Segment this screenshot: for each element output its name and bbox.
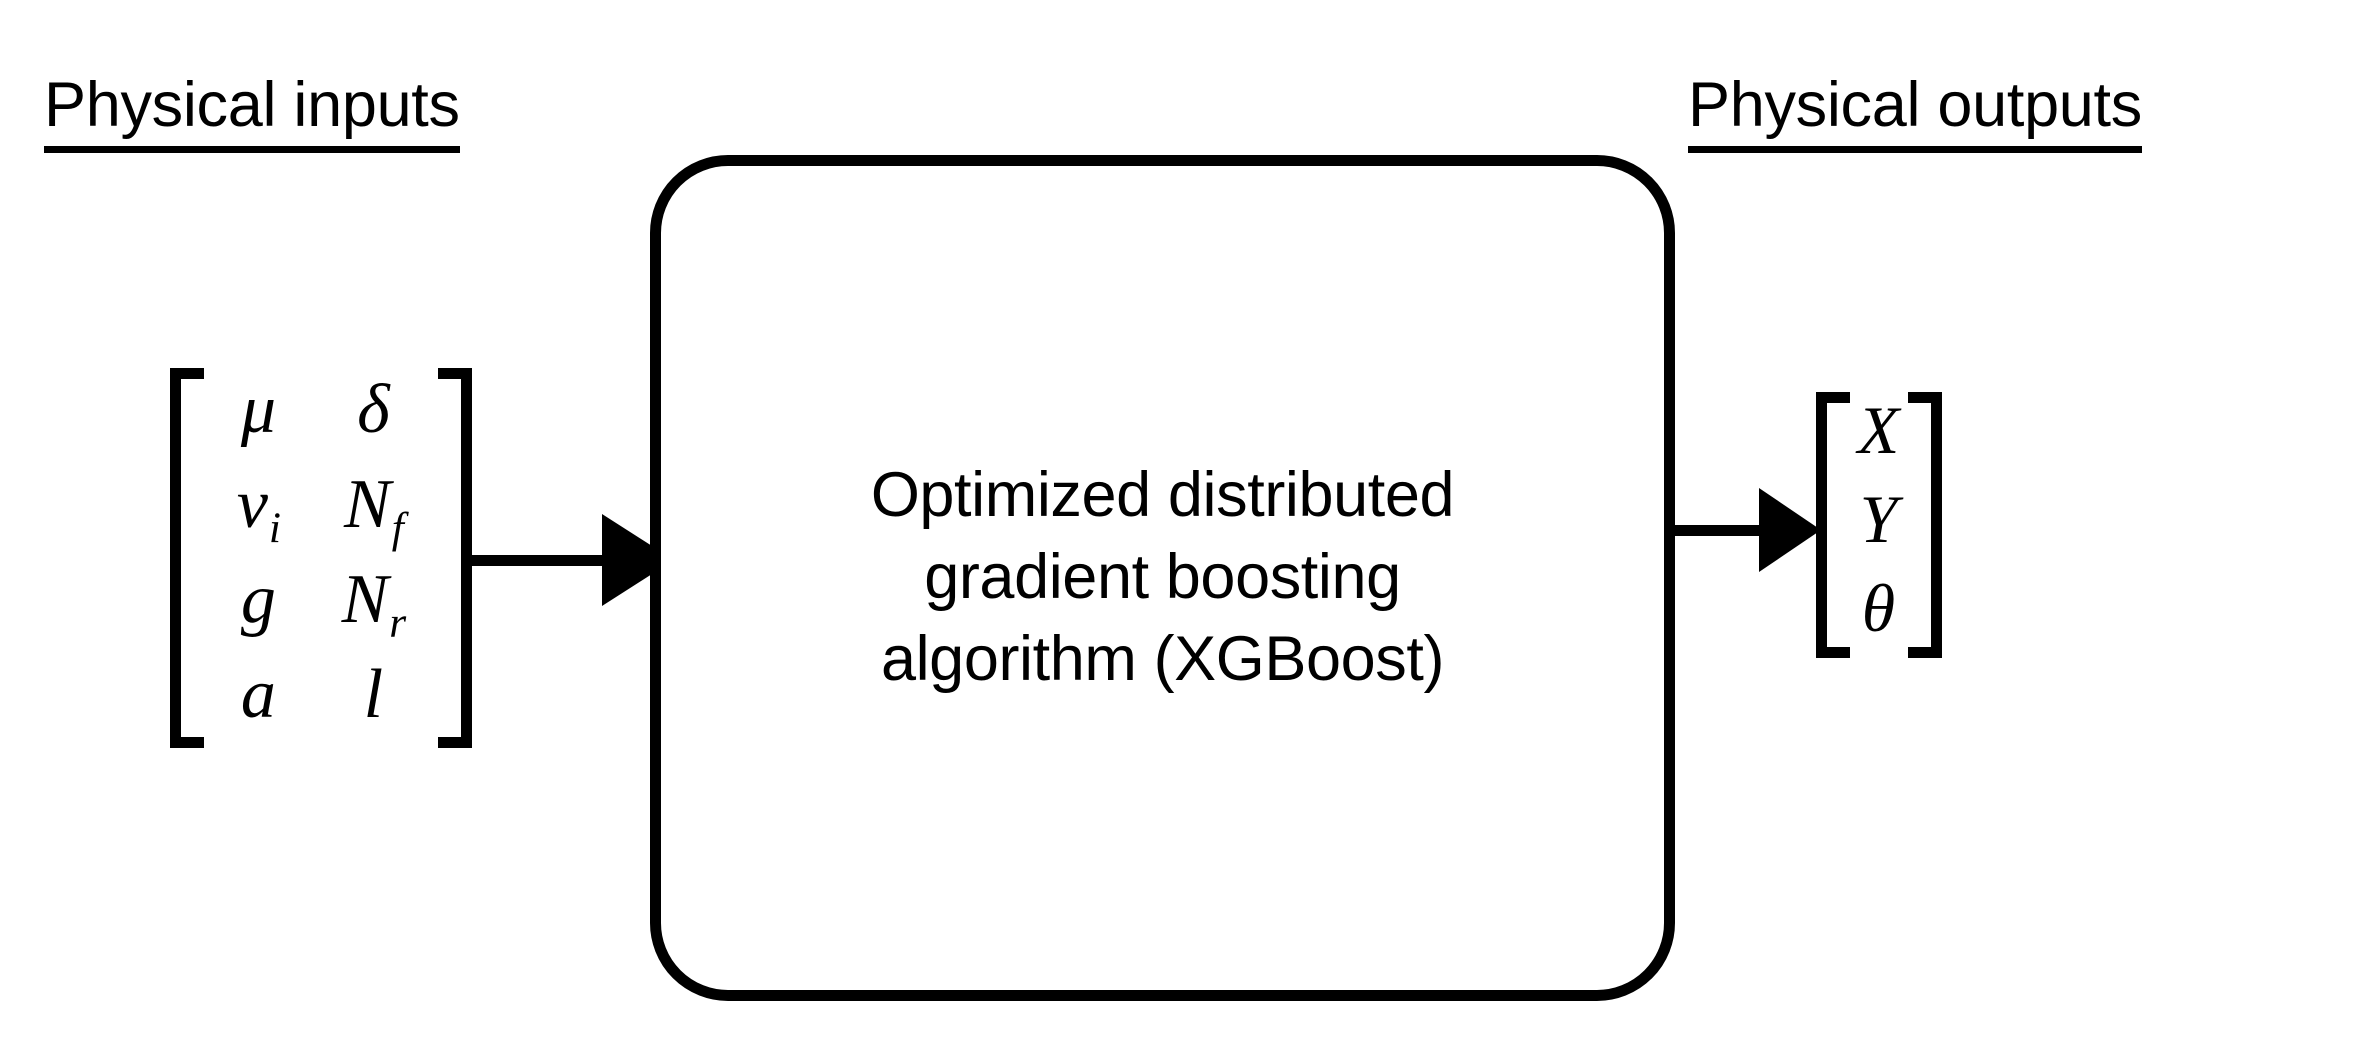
model-box-line: gradient boosting	[924, 542, 1401, 613]
output-matrix-cell: Y	[1859, 481, 1898, 558]
arrow-head-icon	[1759, 488, 1821, 572]
physical-inputs-label-text: Physical inputs	[44, 74, 460, 153]
output-matrix-body: X Y θ	[1850, 392, 1908, 658]
input-to-model-arrow	[466, 510, 674, 610]
input-matrix-left-bracket	[170, 368, 204, 748]
input-matrix-cell: μ	[240, 371, 276, 449]
output-matrix-row: X	[1850, 392, 1908, 481]
physical-outputs-label-text: Physical outputs	[1688, 74, 2142, 153]
input-matrix-row: vi Nf	[206, 463, 436, 558]
input-matrix-row: g Nr	[206, 558, 436, 653]
input-matrix-cell: l	[363, 656, 384, 734]
input-matrix-cell: vi	[236, 466, 281, 553]
output-matrix-right-bracket	[1908, 392, 1942, 658]
model-box: Optimized distributed gradient boosting …	[650, 155, 1675, 1001]
output-matrix-cell: X	[1857, 392, 1900, 469]
output-matrix-cell: θ	[1861, 569, 1896, 646]
output-matrix-row: Y	[1850, 481, 1908, 570]
arrow-shaft	[466, 554, 603, 566]
input-matrix: μ δ vi Nf g Nr a l	[170, 368, 472, 748]
input-matrix-body: μ δ vi Nf g Nr a l	[204, 368, 438, 748]
input-matrix-cell: Nf	[344, 466, 404, 553]
model-box-line: algorithm (XGBoost)	[880, 623, 1445, 694]
model-box-text: Optimized distributed gradient boosting …	[831, 455, 1494, 701]
model-box-line: Optimized distributed	[870, 460, 1455, 531]
input-matrix-row: a l	[206, 653, 436, 748]
arrow-shaft	[1666, 524, 1760, 536]
input-matrix-cell: g	[240, 561, 276, 639]
input-matrix-cell: δ	[357, 371, 390, 449]
output-matrix-left-bracket	[1816, 392, 1850, 658]
input-matrix-row: μ δ	[206, 368, 436, 463]
physical-outputs-label: Physical outputs	[1688, 74, 2142, 153]
model-to-output-arrow	[1666, 480, 1821, 580]
input-matrix-cell: Nr	[341, 561, 407, 648]
physical-inputs-label: Physical inputs	[44, 74, 460, 153]
input-matrix-cell: a	[240, 656, 276, 734]
output-matrix-row: θ	[1850, 569, 1908, 658]
output-matrix: X Y θ	[1816, 392, 1942, 658]
